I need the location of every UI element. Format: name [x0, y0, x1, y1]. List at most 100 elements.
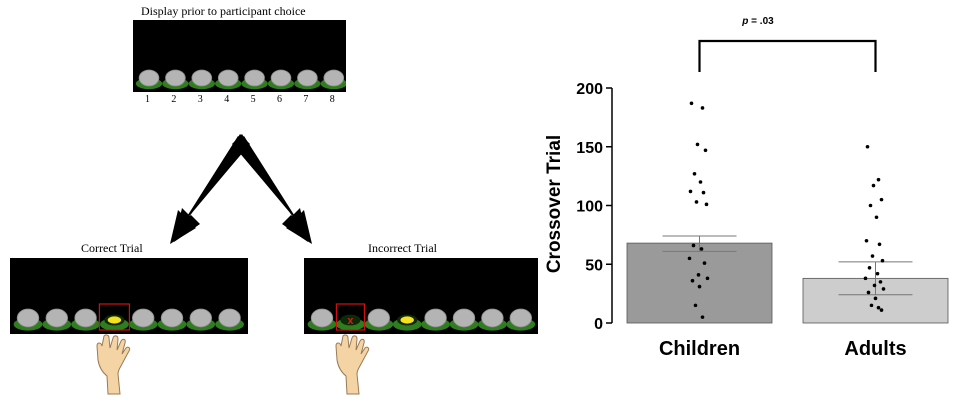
data-point	[870, 254, 875, 258]
location-number: 4	[224, 94, 230, 105]
location-number: 2	[171, 94, 177, 105]
data-point	[704, 202, 709, 207]
rock-icon	[478, 308, 507, 331]
data-point	[866, 290, 871, 295]
bar-children	[626, 242, 773, 324]
data-point	[705, 276, 710, 281]
data-point	[873, 296, 878, 301]
correct-trial-caption: Correct Trial	[81, 241, 143, 255]
empty-hole-icon: x	[336, 314, 365, 331]
rock-icon	[506, 308, 536, 331]
data-point	[867, 265, 872, 270]
left-arrow-icon	[170, 134, 250, 244]
y-tick-label: 50	[585, 257, 603, 274]
correct-rocks-row	[13, 303, 245, 331]
selection-box	[98, 303, 131, 331]
significance-bracket	[698, 39, 877, 72]
incorrect-mark: x	[347, 315, 354, 327]
y-tick-label: 200	[576, 81, 603, 98]
data-point	[701, 190, 706, 195]
error-bar-adults	[838, 261, 913, 296]
data-point	[874, 215, 879, 220]
significance-label: p = .03	[741, 16, 774, 27]
data-point	[871, 183, 876, 188]
data-point	[864, 238, 869, 243]
bars	[626, 242, 949, 324]
data-point	[688, 189, 693, 194]
rock-icon	[364, 308, 394, 331]
data-point	[690, 278, 695, 283]
right-arrow-icon	[232, 134, 312, 244]
top-rocks-row	[135, 69, 347, 90]
location-number: 7	[303, 94, 309, 105]
data-point	[687, 256, 692, 261]
rock-icon	[162, 69, 189, 90]
rock-icon	[307, 308, 337, 331]
location-number: 1	[145, 94, 150, 105]
incorrect-rocks-row: x	[307, 303, 536, 331]
x-axis-labels: Children Adults	[659, 338, 907, 360]
data-point	[876, 305, 881, 310]
data-point	[691, 243, 696, 248]
correct-trial-panel	[10, 258, 248, 334]
top-display-panel	[133, 20, 347, 92]
error-bar-children	[662, 235, 737, 252]
rock-icon	[215, 69, 242, 90]
data-point	[693, 303, 698, 308]
x-label-children: Children	[659, 338, 740, 360]
data-point	[872, 283, 877, 288]
data-point	[863, 276, 868, 281]
data-point	[692, 171, 697, 176]
location-number: 3	[197, 94, 203, 105]
rock-icon	[128, 308, 158, 331]
data-point	[865, 144, 870, 149]
data-point	[699, 247, 704, 251]
data-points	[687, 101, 886, 319]
data-point	[697, 284, 702, 289]
rock-icon	[320, 69, 347, 90]
data-point	[695, 142, 700, 147]
y-tick-label: 0	[594, 316, 603, 333]
data-point	[881, 287, 886, 291]
data-point	[877, 242, 882, 247]
top-panel-caption: Display prior to participant choice	[141, 4, 306, 18]
rock-icon	[215, 308, 245, 331]
y-tick-label: 100	[576, 199, 603, 216]
incorrect-trial-panel: x	[304, 258, 538, 334]
rock-icon	[135, 69, 163, 90]
data-point	[879, 308, 884, 312]
rock-icon	[241, 69, 268, 90]
data-point	[869, 303, 874, 308]
data-point	[698, 180, 703, 184]
correct-hand-icon	[96, 334, 131, 395]
y-axis: 0 50 100 150 200	[576, 81, 613, 333]
rock-icon	[267, 69, 295, 90]
rock-icon	[71, 308, 100, 331]
rock-icon	[42, 308, 72, 331]
data-point	[880, 258, 885, 263]
rock-icon	[188, 69, 215, 90]
empty-hole-icon	[392, 314, 422, 331]
data-point	[696, 273, 701, 277]
rock-icon	[13, 308, 43, 331]
location-number: 8	[329, 94, 335, 105]
x-label-adults: Adults	[844, 338, 906, 360]
data-point	[878, 280, 883, 284]
y-tick-label: 150	[576, 140, 603, 157]
rock-icon	[157, 308, 187, 331]
rock-icon	[449, 308, 479, 331]
rock-icon	[186, 308, 216, 331]
data-point	[879, 197, 884, 202]
selection-box	[335, 303, 366, 331]
rock-icon	[294, 69, 321, 90]
rock-icon	[421, 308, 450, 331]
error-bars	[662, 235, 913, 296]
data-point	[700, 106, 705, 110]
data-point	[703, 148, 708, 153]
location-number: 5	[250, 94, 256, 105]
data-point	[876, 177, 881, 182]
location-number: 6	[277, 94, 282, 105]
data-point	[875, 271, 880, 276]
data-point	[702, 261, 707, 265]
incorrect-trial-caption: Incorrect Trial	[368, 241, 437, 255]
